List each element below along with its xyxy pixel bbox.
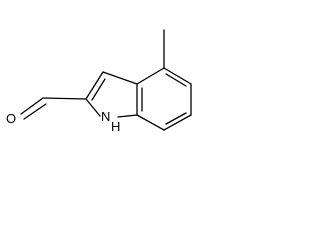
bond-pyrrole-c2-n1 <box>85 98 101 117</box>
bond-benzene-c7-c7a <box>136 114 165 131</box>
atom-label-hydrogen: H <box>111 119 120 134</box>
chemical-structure: O N H <box>6 29 192 134</box>
bond-benzene-inner-c6-c7 <box>165 112 187 125</box>
bond-benzene-c3a-c4 <box>136 67 165 85</box>
bond-aldehyde-c2-cho <box>42 97 87 100</box>
bond-aldehyde-c-o-b <box>23 103 47 120</box>
bond-pyrrole-c3-c2 <box>85 71 104 100</box>
bond-pyrrole-c3a-c3 <box>102 71 138 85</box>
bond-pyrrole-n1-c7a <box>117 114 138 118</box>
bond-benzene-inner-c4-c5 <box>165 73 187 87</box>
bond-benzene-c6-c7 <box>163 114 192 131</box>
bond-pyrrole-inner-c3-c2 <box>91 78 106 101</box>
atom-label-oxygen: O <box>6 111 16 126</box>
atom-label-nitrogen: N <box>101 109 110 124</box>
bond-aldehyde-c-o-a <box>20 97 44 115</box>
bond-benzene-c4-c5 <box>163 67 192 85</box>
